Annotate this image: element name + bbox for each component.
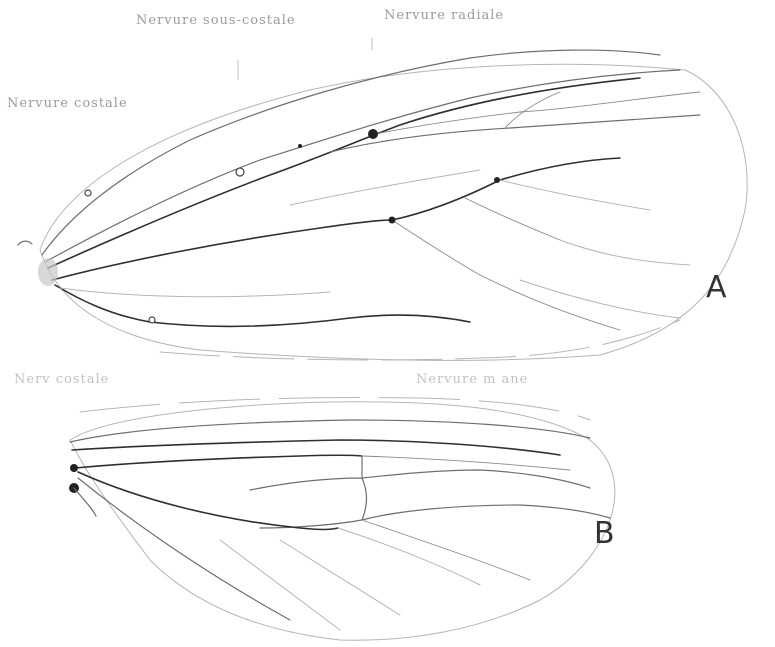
median-branch-2	[465, 198, 560, 240]
hindwing-branch-1	[362, 456, 570, 470]
radial-crossvein	[505, 92, 560, 128]
marginal-vein-1	[560, 240, 690, 265]
radial-fork-node	[494, 177, 500, 183]
subcostal-vein	[45, 70, 680, 262]
hindwing-anal-vein-3	[280, 540, 400, 615]
median-fork-node	[389, 217, 396, 224]
anal-vein	[60, 288, 330, 297]
marginal-vein-2	[520, 280, 680, 318]
hindwing-anal-vein-1	[78, 478, 290, 620]
forewing-outline	[40, 64, 747, 360]
hindwing-b	[69, 398, 615, 641]
discal-lower	[362, 505, 610, 520]
hindwing-costal-vein-label: Nerv costale	[14, 372, 109, 387]
forewing-base	[38, 258, 58, 286]
median-branch-4	[290, 170, 480, 205]
hindwing-radial-vein	[75, 455, 362, 468]
hindwing-outline	[70, 402, 615, 640]
radial-vein	[48, 78, 640, 268]
costal-node-2	[236, 168, 244, 176]
hindwing-branch-2	[362, 520, 530, 580]
median-branch-1	[392, 220, 620, 330]
subcostal-node	[298, 144, 302, 148]
stigma-node	[368, 129, 378, 139]
hindwing-subcostal-vein	[72, 440, 560, 455]
hindwing-fore-margin	[80, 398, 590, 420]
hindwing-base-node-1	[70, 464, 78, 472]
median-vein	[52, 158, 620, 280]
subcostal-vein-label: Nervure sous-costale	[136, 13, 296, 28]
hindwing-median-vein	[78, 472, 338, 530]
costal-node-1	[85, 190, 91, 196]
hindwing-letter-b: B	[594, 516, 615, 551]
cubital-node	[149, 317, 155, 323]
median-branch-3	[500, 180, 650, 210]
costal-vein-label: Nervure costale	[7, 96, 128, 111]
hindwing-median-vein-label: Nervure m ane	[416, 372, 528, 387]
forewing-base-hook	[18, 241, 32, 245]
discal-crossvein	[362, 470, 590, 488]
forewing-letter-a: A	[706, 270, 727, 305]
radial-branch-2	[370, 92, 700, 135]
hindwing-costal-vein	[70, 420, 590, 442]
cubital-vein	[55, 285, 470, 326]
hindwing-base-tail	[74, 488, 96, 516]
radial-vein-label: Nervure radiale	[384, 8, 504, 23]
discal-cell	[250, 456, 367, 528]
